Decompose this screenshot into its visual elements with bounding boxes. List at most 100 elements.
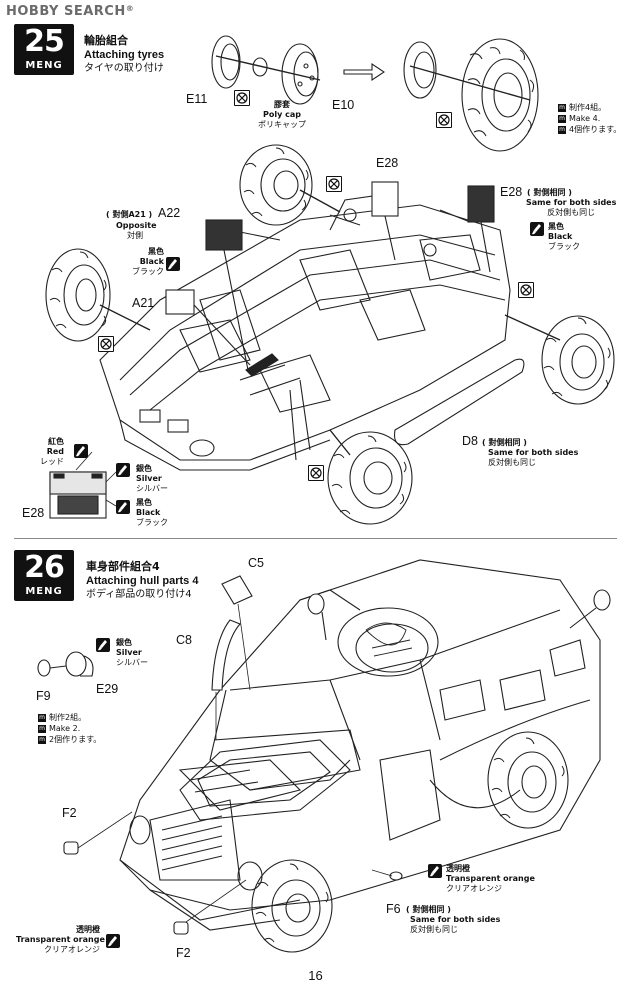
part-label-c8: C8 [176, 633, 192, 647]
step-26-title-zh: 車身部件組合4 [86, 560, 160, 573]
sequence-arrow [343, 62, 385, 82]
no-glue-icon [98, 336, 114, 352]
paint-brush-icon [106, 934, 120, 948]
orange-left-zh: 透明橙 [76, 925, 100, 934]
wheel-assembly-drawing [403, 38, 539, 152]
red-ja: レッド [40, 457, 64, 466]
part-label-e11: E11 [186, 92, 208, 106]
a22-opposite-zh: ( 對側A21 ) [106, 210, 153, 219]
step-26-brand: MENG [25, 586, 63, 597]
black-panel-note: 黑色 Black ブラック [136, 498, 168, 528]
f6-same-note-zh-wrap: ( 對側相同 ) [406, 905, 451, 915]
part-label-e28-side: E28 [500, 185, 523, 199]
red-zh: 紅色 [48, 437, 64, 446]
poly-cap-note: 膠套 Poly cap ポリキャップ [258, 100, 306, 130]
black-right-zh: 黑色 [548, 222, 564, 231]
silver-26-zh: 銀色 [116, 638, 132, 647]
step-25-badge: 25 MENG [14, 24, 74, 75]
black-right-ja: ブラック [548, 242, 580, 251]
orange-right-note: 透明橙 Transparent orange クリアオレンジ [446, 864, 535, 894]
poly-cap-ja: ポリキャップ [258, 120, 306, 129]
part-label-d8: D8 [462, 434, 478, 448]
step-26-badge: 26 MENG [14, 550, 74, 601]
part-f6-drawing [389, 871, 403, 881]
orange-left-ja: クリアオレンジ [44, 945, 100, 954]
part-label-e10: E10 [332, 98, 355, 112]
watermark-registered-mark: ® [125, 4, 135, 13]
silver-26-ja: シルバー [116, 658, 148, 667]
step-26-title-en: Attaching hull parts 4 [86, 575, 199, 587]
part-c8-drawing [211, 619, 241, 691]
paint-brush-icon [116, 463, 130, 477]
make-2-ja: 2個作ります。 [49, 735, 102, 744]
tyre-rear-left-drawing [239, 144, 313, 226]
mirror-left-drawing [307, 589, 611, 641]
make-4-en: Make 4. [569, 114, 601, 123]
f6-same-note: Same for both sides 反対側も同じ [410, 915, 500, 935]
part-label-f9: F9 [36, 689, 51, 703]
tyre-step26-rear-drawing [487, 731, 569, 829]
part-e28-grille-right-drawing [467, 185, 495, 223]
e28-same-en: Same for both sides [526, 198, 617, 207]
make-2-en: Make 2. [49, 724, 81, 733]
no-glue-icon [326, 176, 342, 192]
e28-same-note: Same for both sides 反対側も同じ [526, 198, 616, 218]
orange-right-ja: クリアオレンジ [446, 884, 502, 893]
no-glue-icon [308, 465, 324, 481]
black-panel-ja: ブラック [136, 518, 168, 527]
tyre-rear-right-drawing [541, 315, 615, 405]
orange-left-note: 透明橙 Transparent orange クリアオレンジ [16, 925, 105, 955]
f6-same-ja: 反対側も同じ [410, 925, 458, 934]
part-label-f2-bottom: F2 [176, 946, 191, 960]
engine-hood-drawing [179, 739, 351, 821]
part-label-f6: F6 [386, 902, 401, 916]
orange-right-zh: 透明橙 [446, 864, 470, 873]
paint-brush-icon [166, 257, 180, 271]
vehicle-hull-drawing [119, 559, 601, 931]
e28-same-note-zh-wrap: ( 對側相同 ) [527, 188, 572, 198]
tyre-front-left-drawing [45, 248, 111, 342]
part-f2-top-drawing [63, 841, 79, 855]
black-left-en: Black [139, 257, 164, 266]
poly-cap-zh: 膠套 [274, 100, 290, 109]
orange-right-en: Transparent orange [446, 874, 535, 883]
a22-opposite-ja: 対側 [127, 231, 143, 240]
black-left-ja: ブラック [132, 267, 164, 276]
no-glue-icon [234, 90, 250, 106]
part-label-a21: A21 [132, 296, 155, 310]
part-label-e29: E29 [96, 682, 119, 696]
watermark: HOBBY SEARCH® [6, 4, 134, 19]
silver-ja: シルバー [136, 484, 168, 493]
poly-cap-en: Poly cap [263, 110, 301, 119]
black-right-en: Black [548, 232, 573, 241]
make-4-ja: 4個作ります。 [569, 125, 622, 134]
paint-brush-icon [74, 444, 88, 458]
d8-same-zh: ( 對側相同 ) [482, 438, 527, 447]
black-left-note: 黑色 Black ブラック [132, 247, 164, 277]
part-label-c5: C5 [248, 556, 264, 570]
step-26-number: 26 [24, 550, 65, 585]
hub-e11-drawing [211, 35, 321, 105]
no-glue-icon [518, 282, 534, 298]
step-25-number: 25 [24, 24, 65, 59]
part-label-a22: A22 [158, 206, 181, 220]
paint-brush-icon [530, 222, 544, 236]
red-note: 紅色 Red レッド [40, 437, 64, 467]
a22-opposite-zh-wrap: ( 對側A21 ) [106, 210, 152, 220]
step-26-title: 車身部件組合4 Attaching hull parts 4 ボディ部品の取り付… [86, 560, 198, 602]
d8-same-en: Same for both sides [488, 448, 579, 457]
silver-zh: 銀色 [136, 464, 152, 473]
make-2-zh: 制作2組。 [49, 713, 87, 722]
part-label-e28-panel: E28 [22, 506, 45, 520]
part-a21-plate-drawing [165, 289, 195, 315]
step-25-title-zh: 輪胎組合 [84, 34, 128, 47]
page-number: 16 [308, 968, 323, 983]
orange-left-en: Transparent orange [16, 935, 105, 944]
part-f2-bottom-drawing [173, 921, 189, 935]
black-panel-en: Black [136, 508, 161, 517]
lamp-f9-e29-drawing [37, 651, 94, 677]
silver-26-note: 銀色 Silver シルバー [116, 638, 148, 668]
